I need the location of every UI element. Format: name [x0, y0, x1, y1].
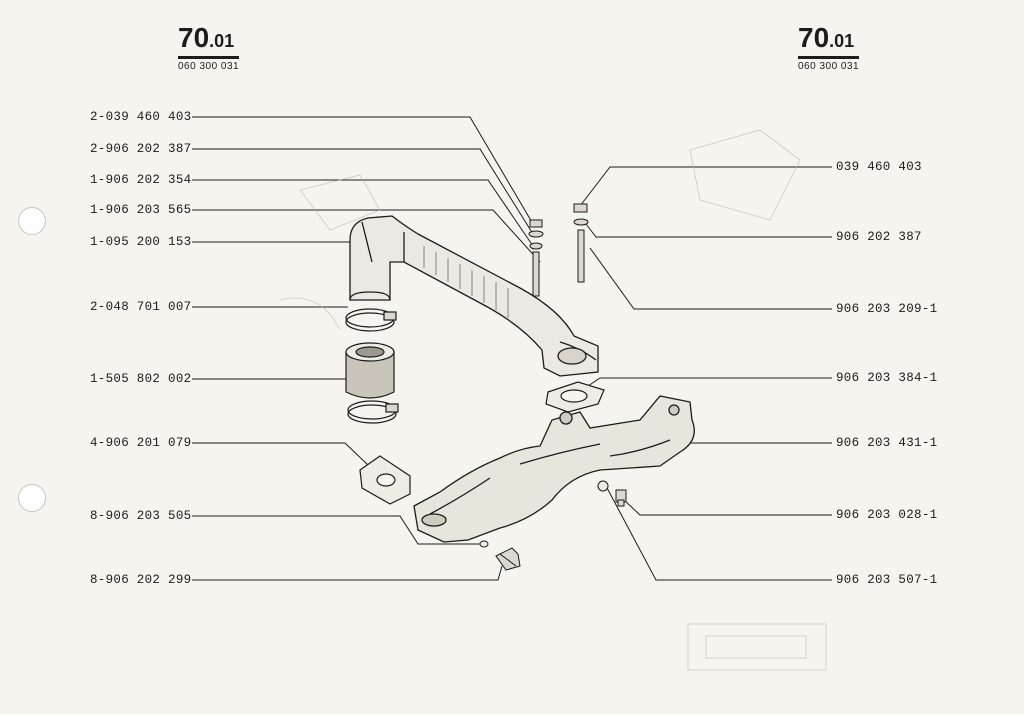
part-label-left: 4-906 201 079: [90, 436, 192, 450]
leader-line: [192, 179, 534, 247]
part-label-right: 039 460 403: [836, 160, 922, 174]
part-label-left: 8-906 202 299: [90, 573, 192, 587]
binder-hole-top: [18, 207, 46, 235]
section-number-right: 70.01: [798, 24, 860, 59]
part-label-left: 2-906 202 387: [90, 142, 192, 156]
page-header-left: 70.01 060 300 031: [178, 24, 240, 72]
leader-line: [579, 166, 832, 207]
washer-small: [479, 480, 609, 548]
flange-gasket: [545, 381, 605, 413]
leader-line: [192, 442, 369, 466]
part-label-right: 906 203 507-1: [836, 573, 938, 587]
exhaust-manifold: [413, 395, 695, 543]
rubber-sleeve: [345, 342, 395, 399]
leader-line: [605, 485, 832, 581]
leader-line: [192, 116, 534, 225]
leader-line: [679, 429, 832, 444]
part-label-right: 906 202 387: [836, 230, 922, 244]
leader-line: [192, 148, 534, 235]
catalog-code-right: 060 300 031: [798, 61, 860, 72]
bolt-lower: [495, 547, 521, 571]
part-label-left: 2-039 460 403: [90, 110, 192, 124]
part-label-left: 1-505 802 002: [90, 372, 192, 386]
part-label-right: 906 203 209-1: [836, 302, 938, 316]
part-label-left: 1-906 202 354: [90, 173, 192, 187]
gasket-small: [359, 455, 411, 505]
leader-line: [623, 499, 832, 516]
leader-line: [585, 223, 832, 238]
leader-line: [589, 247, 832, 310]
hose-clamp-upper: [345, 308, 397, 332]
part-label-left: 1-095 200 153: [90, 235, 192, 249]
part-label-right: 906 203 384-1: [836, 371, 938, 385]
pipe-hatching: [423, 246, 509, 318]
leader-line: [587, 377, 832, 387]
catalog-code-left: 060 300 031: [178, 61, 240, 72]
part-label-right: 906 203 431-1: [836, 436, 938, 450]
section-number-left: 70.01: [178, 24, 240, 59]
stud-left: [528, 219, 544, 297]
leader-line: [192, 565, 503, 581]
page-header-right: 70.01 060 300 031: [798, 24, 860, 72]
stud-right: [573, 203, 589, 283]
hose-clamp-lower: [347, 400, 399, 424]
leader-line: [192, 209, 541, 263]
part-label-right: 906 203 028-1: [836, 508, 938, 522]
plug-bolt: [615, 489, 627, 507]
part-label-left: 8-906 203 505: [90, 509, 192, 523]
binder-hole-bottom: [18, 484, 46, 512]
part-label-left: 1-906 203 565: [90, 203, 192, 217]
bleed-through-diagram: [279, 129, 827, 671]
leader-line: [192, 515, 483, 545]
part-label-left: 2-048 701 007: [90, 300, 192, 314]
intake-elbow-pipe: [349, 215, 599, 377]
